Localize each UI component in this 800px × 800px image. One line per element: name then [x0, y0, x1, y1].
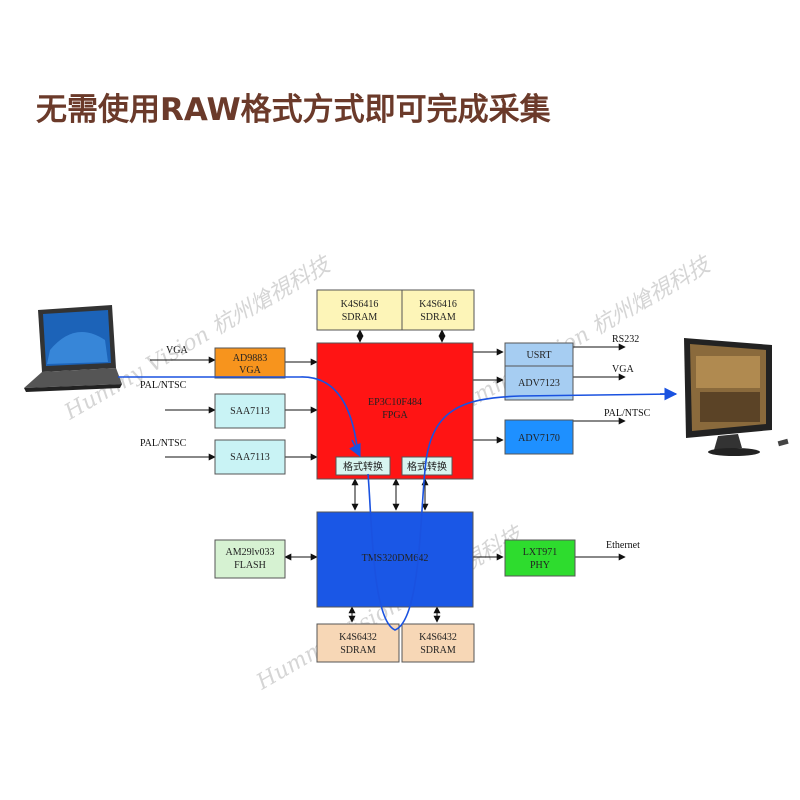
block-adv7170: ADV7170	[504, 419, 574, 455]
svg-text:SDRAM: SDRAM	[420, 645, 456, 656]
svg-text:K4S6416: K4S6416	[341, 299, 379, 310]
svg-text:K4S6432: K4S6432	[419, 632, 457, 643]
block-am29-flash: AM29lv033 FLASH	[214, 539, 286, 579]
svg-text:SDRAM: SDRAM	[420, 312, 456, 323]
svg-text:AM29lv033: AM29lv033	[226, 547, 275, 558]
page-title: 无需使用RAW格式方式即可完成采集	[36, 92, 551, 128]
block-k4s6416-b: K4S6416 SDRAM	[401, 289, 475, 331]
signal-pal-out: PAL/NTSC	[604, 408, 651, 419]
svg-text:SAA7113: SAA7113	[230, 406, 270, 417]
connection-lines	[150, 329, 626, 623]
block-usrt: USRT	[504, 342, 574, 367]
data-flow-arrow-fmt	[349, 439, 361, 458]
monitor-icon	[684, 338, 789, 456]
svg-text:K4S6432: K4S6432	[339, 632, 377, 643]
svg-text:AD9883: AD9883	[233, 353, 267, 364]
block-k4s6432-a: K4S6432 SDRAM	[316, 623, 400, 663]
block-dsp: TMS320DM642	[316, 511, 474, 608]
svg-text:SDRAM: SDRAM	[342, 312, 378, 323]
svg-text:格式转换: 格式转换	[343, 460, 383, 473]
svg-text:FPGA: FPGA	[382, 410, 408, 421]
svg-text:ADV7170: ADV7170	[518, 433, 560, 444]
svg-text:K4S6416: K4S6416	[419, 299, 457, 310]
signal-vga-in: VGA	[166, 345, 188, 356]
svg-text:SAA7113: SAA7113	[230, 452, 270, 463]
signal-pal-in-2: PAL/NTSC	[140, 438, 187, 449]
block-format-convert-b: 格式转换	[401, 456, 453, 476]
block-fpga: EP3C10F484 FPGA	[316, 342, 474, 480]
svg-text:LXT971: LXT971	[523, 547, 557, 558]
laptop-icon	[24, 305, 122, 392]
svg-text:FLASH: FLASH	[234, 560, 266, 571]
block-lxt971-phy: LXT971 PHY	[504, 539, 576, 577]
svg-text:VGA: VGA	[239, 365, 261, 376]
signal-vga-out: VGA	[612, 364, 634, 375]
signal-rs232-out: RS232	[612, 334, 639, 345]
block-k4s6416-a: K4S6416 SDRAM	[316, 289, 403, 331]
block-ad9883: AD9883 VGA	[214, 347, 286, 379]
block-saa7113-a: SAA7113	[214, 393, 286, 429]
block-adv7123: ADV7123	[504, 365, 574, 401]
svg-text:ADV7123: ADV7123	[518, 378, 560, 389]
svg-text:格式转换: 格式转换	[407, 460, 447, 473]
block-format-convert-a: 格式转换	[335, 456, 391, 476]
svg-text:TMS320DM642: TMS320DM642	[362, 553, 429, 564]
data-flow-path	[118, 376, 675, 631]
signal-pal-in-1: PAL/NTSC	[140, 380, 187, 391]
block-k4s6432-b: K4S6432 SDRAM	[401, 623, 475, 663]
block-saa7113-b: SAA7113	[214, 439, 286, 475]
signal-ethernet-out: Ethernet	[606, 540, 640, 551]
svg-text:USRT: USRT	[527, 350, 552, 361]
svg-text:PHY: PHY	[530, 560, 550, 571]
svg-text:SDRAM: SDRAM	[340, 645, 376, 656]
svg-text:EP3C10F484: EP3C10F484	[368, 397, 422, 408]
